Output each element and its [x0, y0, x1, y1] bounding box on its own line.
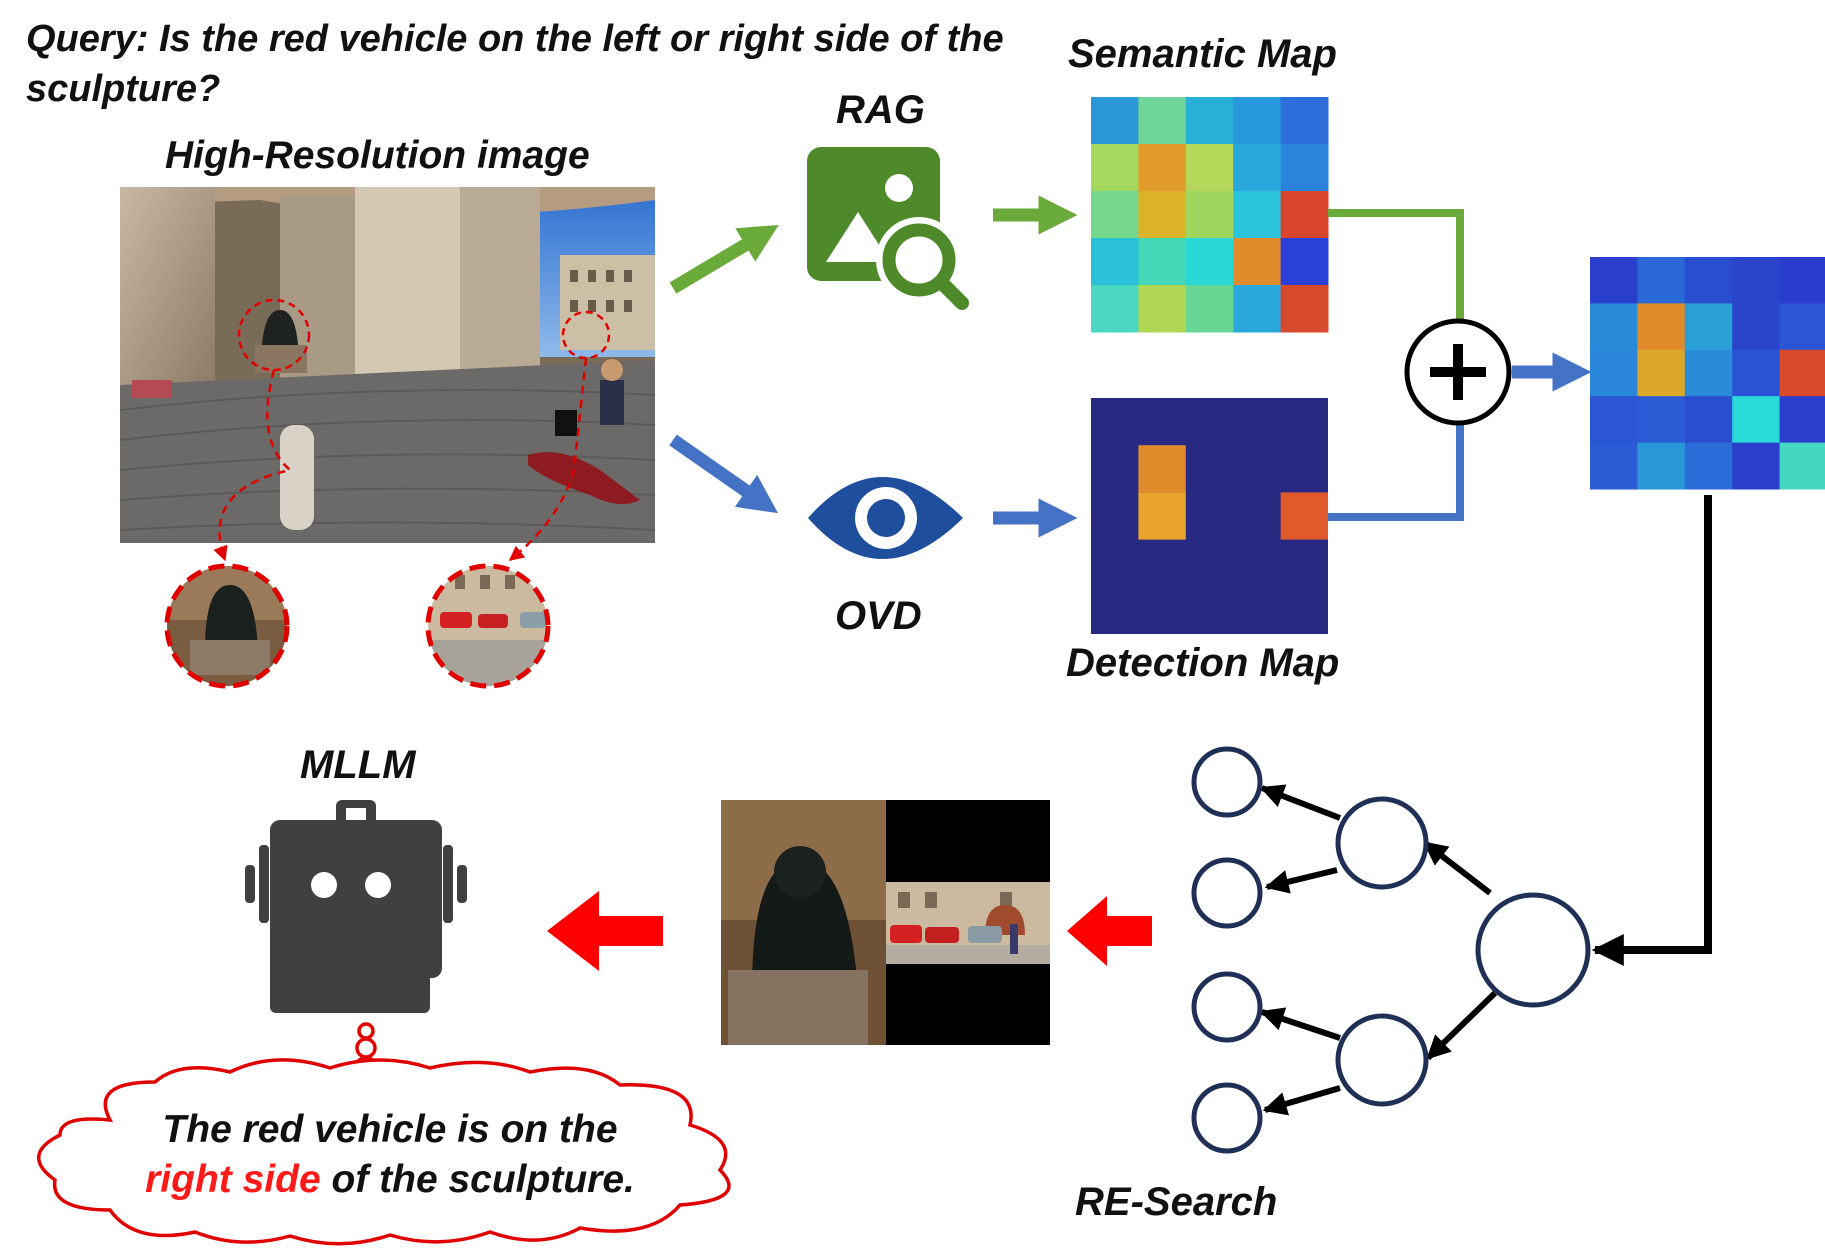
semantic-map-cell — [1185, 285, 1234, 333]
tree-mid-node-top — [1335, 796, 1429, 890]
semantic-map-cell — [1233, 285, 1282, 333]
arrow-crops-to-mllm — [547, 891, 663, 971]
crop-red-vehicle — [425, 563, 551, 689]
semantic-map-cell — [1185, 144, 1234, 192]
tree-leaf-node — [1191, 857, 1263, 929]
high-resolution-image — [119, 187, 656, 562]
high-resolution-image-title: High-Resolution image — [165, 134, 590, 177]
semantic-map-cell — [1185, 238, 1234, 286]
answer-line2-rest: of the sculpture. — [320, 1158, 635, 1201]
fused-map-cell — [1684, 396, 1733, 444]
tree-leaf-node — [1191, 1082, 1263, 1154]
fused-map-cell — [1779, 442, 1825, 490]
semantic-map-cell — [1280, 144, 1329, 192]
thought-cloud-icon — [36, 1022, 731, 1246]
image-search-icon — [807, 147, 969, 310]
semantic-map-cell — [1138, 238, 1187, 286]
semantic-map-cell — [1233, 97, 1282, 145]
fused-map-cell — [1590, 396, 1638, 444]
answer-highlight: right side — [145, 1158, 321, 1201]
re-search-label: RE-Search — [1075, 1180, 1278, 1224]
semantic-map-cell — [1138, 285, 1187, 333]
tree-leaf-node — [1191, 746, 1263, 818]
fused-map-cell — [1590, 349, 1638, 397]
eye-icon — [808, 477, 963, 559]
semantic-map-cell — [1091, 191, 1139, 239]
fused-map-cell — [1779, 257, 1825, 304]
fused-map-cell — [1637, 396, 1686, 444]
answer-line1: The red vehicle is on the — [162, 1108, 618, 1151]
fused-map-cell — [1684, 303, 1733, 351]
arrow-image-to-rag — [669, 225, 779, 294]
fused-map-cell — [1684, 442, 1733, 490]
tree-mid-node-bottom — [1335, 1013, 1429, 1107]
semantic-map-cell — [1091, 97, 1139, 145]
semantic-map — [1091, 97, 1329, 333]
fused-map-cell — [1637, 442, 1686, 490]
semantic-map-cell — [1280, 285, 1329, 333]
semantic-map-cell — [1091, 285, 1139, 333]
semantic-map-cell — [1138, 144, 1187, 192]
detection-map-cell — [1138, 492, 1186, 540]
rag-label: RAG — [836, 88, 925, 132]
re-search-nodes — [1191, 746, 1591, 1154]
semantic-map-label: Semantic Map — [1068, 32, 1337, 76]
fused-map-cell — [1637, 303, 1686, 351]
tree-leaf-node — [1191, 971, 1263, 1043]
semantic-map-cell — [1138, 191, 1187, 239]
arrow-image-to-ovd — [669, 434, 779, 514]
crop-sculpture — [164, 563, 290, 689]
fused-map-cell — [1779, 349, 1825, 397]
fused-map-cell — [1590, 442, 1638, 490]
semantic-map-cell — [1138, 97, 1187, 145]
robot-icon — [245, 800, 467, 1013]
detection-map — [1091, 398, 1328, 634]
semantic-map-cell — [1185, 191, 1234, 239]
fused-map-cell — [1732, 396, 1781, 444]
map-to-tree-line — [1591, 495, 1712, 966]
plus-circle-icon — [1404, 318, 1512, 426]
answer-text: The red vehicle is on the right side of t… — [0, 1105, 780, 1205]
fused-map-cell — [1684, 349, 1733, 397]
re-search-tree — [1259, 784, 1498, 1116]
mllm-label: MLLM — [300, 743, 416, 787]
semantic-map-cell — [1185, 97, 1234, 145]
fused-map-cell — [1732, 257, 1781, 304]
semantic-map-cell — [1280, 238, 1329, 286]
fused-map-cell — [1732, 303, 1781, 351]
fused-map-cell — [1779, 303, 1825, 351]
semantic-map-cell — [1233, 191, 1282, 239]
semantic-map-cell — [1233, 144, 1282, 192]
fused-map-cell — [1637, 257, 1686, 304]
fused-map-cell — [1590, 303, 1638, 351]
tree-root-node — [1475, 892, 1591, 1008]
fused-map-cell — [1732, 442, 1781, 490]
query-text: Query: Is the red vehicle on the left or… — [26, 18, 1004, 110]
fused-map-cell — [1779, 396, 1825, 444]
semantic-map-cell — [1091, 238, 1139, 286]
detection-map-label: Detection Map — [1066, 641, 1340, 685]
semantic-map-cell — [1091, 144, 1139, 192]
semantic-map-cell — [1233, 238, 1282, 286]
fused-map-cell — [1684, 257, 1733, 304]
composite-crop-image — [721, 800, 1050, 1045]
detection-map-cell — [1138, 445, 1186, 493]
arrow-tree-to-crops — [1067, 896, 1152, 966]
semantic-map-cell — [1280, 97, 1329, 145]
fused-map — [1590, 257, 1825, 490]
semantic-map-cell — [1280, 191, 1329, 239]
detection-map-cell — [1280, 492, 1328, 540]
fused-map-cell — [1637, 349, 1686, 397]
ovd-label: OVD — [835, 594, 922, 638]
semantic-to-fusion-line — [1328, 209, 1464, 322]
fused-map-cell — [1732, 349, 1781, 397]
detection-to-fusion-line — [1328, 422, 1464, 521]
fused-map-cell — [1590, 257, 1638, 304]
